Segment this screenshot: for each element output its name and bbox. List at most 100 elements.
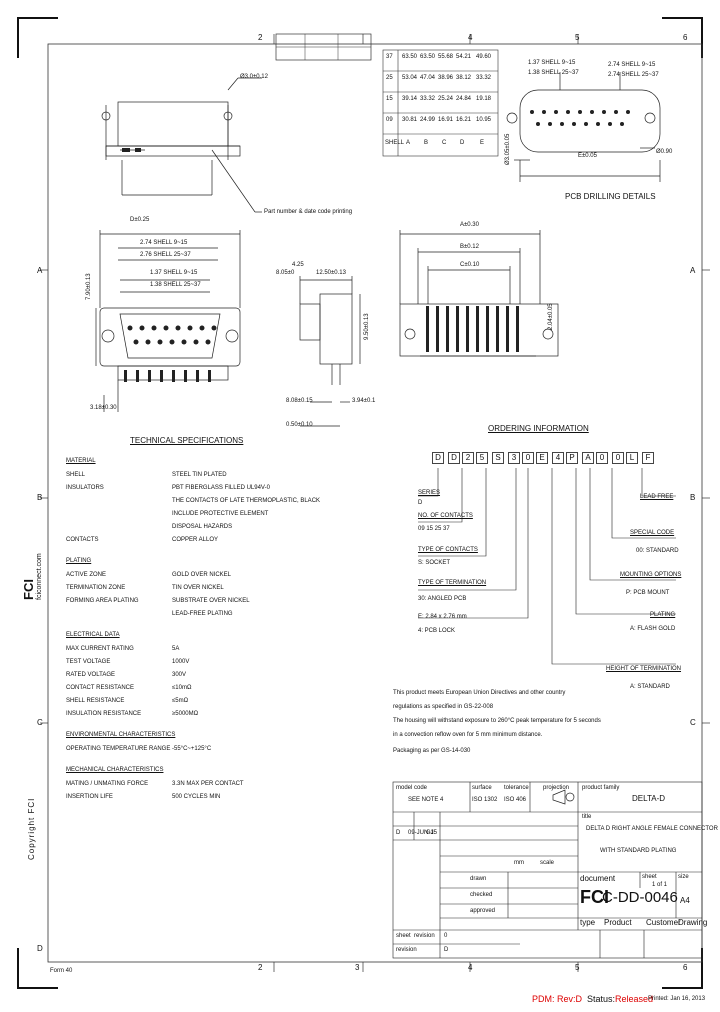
order-series-desc: D <box>418 500 423 506</box>
front-label-d: D±0.25 <box>130 217 150 223</box>
spec-key: INSULATORS <box>66 485 104 491</box>
pcb-label-a: 1.37 SHELL 9~15 <box>528 60 576 66</box>
spec-value: SUBSTRATE OVER NICKEL <box>172 598 250 604</box>
note-line: The housing will withstand exposure to 2… <box>393 718 601 724</box>
spec-key: CONTACTS <box>66 537 99 543</box>
tb-revision: D <box>444 947 449 953</box>
order-code-char: D <box>432 452 444 464</box>
note-line: Packaging as per GS-14-030 <box>393 748 471 754</box>
tb-model-code-label: model code <box>396 785 428 791</box>
part-number-note: Part number & date code printing <box>264 209 353 215</box>
order-code-char: D <box>448 452 460 464</box>
spec-key: RATED VOLTAGE <box>66 672 116 678</box>
spec-key: TERMINATION ZONE <box>66 585 126 591</box>
tb-rev-row-date: 09-JUN-15 <box>408 830 438 836</box>
order-code-char: 0 <box>612 452 624 464</box>
pcb-label-c: 2.74 SHELL 9~15 <box>608 62 656 68</box>
dim-table-shell: 09 <box>386 117 393 123</box>
dim-table-cell: 54.21 <box>456 54 472 60</box>
front-label-b1: 1.37 SHELL 9~15 <box>150 270 198 276</box>
dim-table-cell: 63.50 <box>402 54 418 60</box>
order-mounting: MOUNTING OPTIONS <box>620 572 682 578</box>
front-label-w: 3.18±0.30 <box>90 405 117 411</box>
col-mark-bottom-2: 2 <box>258 963 263 972</box>
spec-value: LEAD-FREE PLATING <box>172 611 233 617</box>
order-mounting-desc: P: PCB MOUNT <box>626 590 670 596</box>
order-code-char: 0 <box>522 452 534 464</box>
side-label-a: 4.25 <box>292 262 304 268</box>
order-type-contacts: TYPE OF CONTACTS <box>418 547 478 553</box>
spec-key: INSERTION LIFE <box>66 794 113 800</box>
side-label-e: 8.08±0.15 <box>286 398 313 404</box>
spec-value: STEEL TIN PLATED <box>172 472 227 478</box>
col-mark-bottom-6: 6 <box>683 963 688 972</box>
status-label: Status:Released <box>587 994 654 1004</box>
col-mark-bottom-3: 3 <box>355 963 360 972</box>
tb-model-code: SEE NOTE 4 <box>408 797 444 803</box>
order-code-char: L <box>626 452 638 464</box>
tb-size-label: size <box>678 874 689 880</box>
rear-label-c: C±0.10 <box>460 262 480 268</box>
spec-value: 3.3N MAX PER CONTACT <box>172 781 244 787</box>
spec-value: THE CONTACTS OF LATE THERMOPLASTIC, BLAC… <box>172 498 321 504</box>
fci-logo-icon: FCI <box>580 887 609 907</box>
tb-approved-label: approved <box>470 908 496 914</box>
spec-value: PBT FIBERGLASS FILLED UL94V-0 <box>172 485 270 491</box>
dim-table-footer-cell: C <box>442 140 447 146</box>
spec-section-heading: MECHANICAL CHARACTERISTICS <box>66 767 164 773</box>
order-code-char: A <box>582 452 594 464</box>
dim-table-cell: 16.21 <box>456 117 472 123</box>
row-mark-left-b: B <box>37 493 43 502</box>
spec-value: ≤10mΩ <box>172 685 192 691</box>
note-line: in a convection reflow oven for 5 mm min… <box>393 732 543 738</box>
order-code-char: P <box>566 452 578 464</box>
spec-value: -55°C~+125°C <box>172 746 212 752</box>
order-code-char: S <box>492 452 504 464</box>
dim-table-shell: 15 <box>386 96 393 102</box>
order-code-char: 0 <box>596 452 608 464</box>
order-plating: PLATING <box>650 612 676 618</box>
spec-key: INSULATION RESISTANCE <box>66 711 142 717</box>
tb-row-value: 0 <box>444 933 448 939</box>
order-plating-desc: A: FLASH GOLD <box>630 626 676 632</box>
spec-value: GOLD OVER NICKEL <box>172 572 232 578</box>
order-height-desc: A: STANDARD <box>630 684 670 690</box>
dim-table-cell: 53.04 <box>402 75 418 81</box>
tb-size: A4 <box>680 896 690 905</box>
dim-table-cell: 24.99 <box>420 117 436 123</box>
row-mark-right-c: C <box>690 718 696 727</box>
front-label-b2: 1.38 SHELL 25~37 <box>150 282 201 288</box>
spec-value: ≥5000MΩ <box>172 711 199 717</box>
order-type-contacts-desc: S: SOCKET <box>418 560 451 566</box>
tb-tolerance-label: tolerance <box>504 785 529 791</box>
spec-key: SHELL <box>66 472 86 478</box>
form-note: Form 40 <box>50 968 73 974</box>
tb-units: mm <box>514 860 524 866</box>
spec-value: INCLUDE PROTECTIVE ELEMENT <box>172 511 269 517</box>
printed-date: Printed: Jan 16, 2013 <box>648 996 706 1002</box>
tb-product-label: Product <box>604 918 632 927</box>
ordering-title: ORDERING INFORMATION <box>488 424 589 433</box>
row-mark-right-b: B <box>690 493 696 502</box>
rear-label-b: B±0.12 <box>460 244 479 250</box>
tb-projection-label: projection <box>543 785 570 791</box>
side-label-f: 3.94±0.1 <box>352 398 376 404</box>
spec-key: ACTIVE ZONE <box>66 572 107 578</box>
pcb-label-f: Ø0.90 <box>656 149 673 155</box>
dim-table-cell: 39.14 <box>402 96 418 102</box>
tb-revision-label: revision <box>396 947 417 953</box>
col-mark-top-2: 2 <box>258 33 263 42</box>
tb-title-label: title <box>582 814 592 820</box>
col-mark-top-5: 5 <box>575 33 580 42</box>
pcb-label-d: 2.74 SHELL 25~37 <box>608 72 659 78</box>
rear-label-a: A±0.30 <box>460 222 479 228</box>
order-code-char: 2 <box>462 452 474 464</box>
order-pitch-desc: E: 2.84 x 2.76 mm <box>418 614 467 620</box>
side-label-b: 8.05±0 <box>276 270 295 276</box>
spec-value: COPPER ALLOY <box>172 537 219 543</box>
